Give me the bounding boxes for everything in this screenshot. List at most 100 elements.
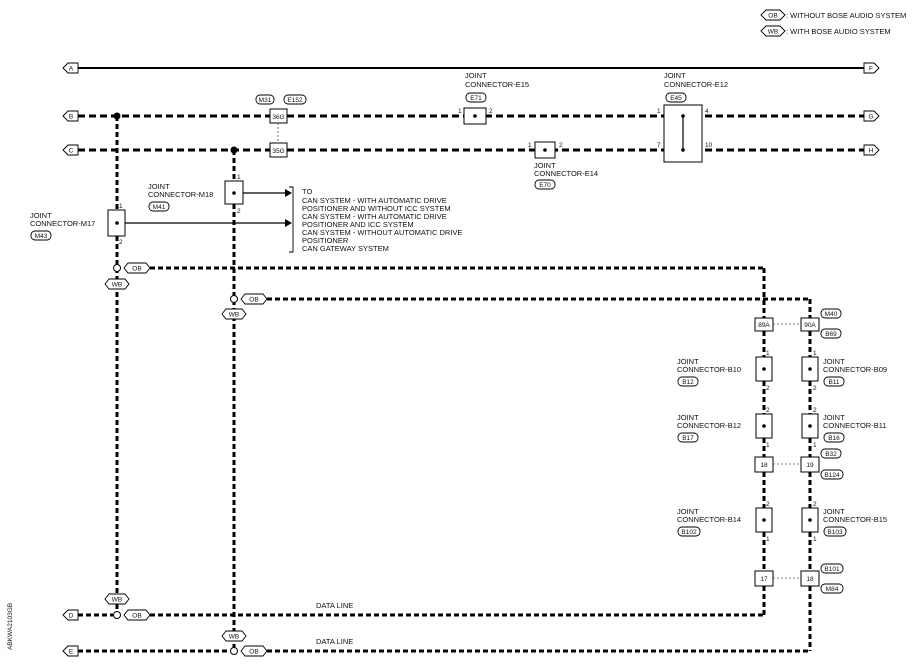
- svg-text:OB: OB: [249, 649, 258, 656]
- joint-connector-m18: JOINT CONNECTOR-M18 M41 1 2: [148, 174, 292, 215]
- svg-text:WB: WB: [229, 634, 239, 641]
- svg-text:C: C: [69, 148, 74, 155]
- svg-text:E152: E152: [287, 97, 303, 104]
- svg-text:M43: M43: [35, 233, 48, 240]
- svg-text:B103: B103: [827, 529, 843, 536]
- svg-text:E70: E70: [539, 182, 551, 189]
- svg-text:7: 7: [657, 142, 661, 149]
- legend: OB : WITHOUT BOSE AUDIO SYSTEM WB : WITH…: [760, 9, 906, 37]
- joint-connector-b14: JOINT CONNECTOR-B14 B102 2 1: [677, 501, 773, 543]
- svg-text:G: G: [868, 114, 873, 121]
- svg-text:OB: OB: [768, 13, 777, 20]
- right-vertical-wires: [762, 331, 812, 651]
- svg-text:H: H: [869, 148, 874, 155]
- svg-text:POSITIONER AND WITHOUT ICC SYS: POSITIONER AND WITHOUT ICC SYSTEM: [302, 204, 451, 213]
- svg-text:B69: B69: [825, 331, 837, 338]
- joint-connector-e14: 1 2 JOINT CONNECTOR-E14 E70: [528, 141, 598, 190]
- svg-text:89A: 89A: [758, 322, 770, 329]
- svg-text:JOINT: JOINT: [677, 357, 699, 366]
- svg-text:2: 2: [813, 501, 817, 508]
- svg-text:2: 2: [237, 208, 241, 215]
- svg-text:CONNECTOR-B14: CONNECTOR-B14: [677, 515, 741, 524]
- svg-text:D: D: [69, 613, 74, 620]
- svg-text:10: 10: [705, 142, 713, 149]
- svg-text:JOINT: JOINT: [664, 71, 686, 80]
- svg-text:M41: M41: [153, 204, 166, 211]
- connector-18-19: 18 19 B32 B124: [754, 448, 844, 480]
- svg-text:JOINT: JOINT: [677, 413, 699, 422]
- svg-text:19: 19: [806, 462, 814, 469]
- svg-text:CONNECTOR-E12: CONNECTOR-E12: [664, 80, 728, 89]
- svg-text:DATA LINE: DATA LINE: [316, 637, 353, 646]
- svg-text:1: 1: [657, 108, 661, 115]
- svg-text:POSITIONER: POSITIONER: [302, 236, 349, 245]
- svg-text:WB: WB: [112, 597, 122, 604]
- svg-text:B124: B124: [824, 472, 840, 479]
- svg-text:TO: TO: [302, 187, 312, 196]
- svg-text:JOINT: JOINT: [148, 182, 170, 191]
- svg-text:18: 18: [760, 462, 768, 469]
- joint-connector-b12: JOINT CONNECTOR-B12 B17 2 1: [677, 407, 773, 449]
- svg-text:2: 2: [559, 142, 563, 149]
- svg-text:90A: 90A: [804, 322, 816, 329]
- svg-text:CONNECTOR-M17: CONNECTOR-M17: [30, 219, 95, 228]
- svg-text:JOINT: JOINT: [465, 71, 487, 80]
- svg-text:: WITH BOSE AUDIO SYSTEM: : WITH BOSE AUDIO SYSTEM: [786, 27, 891, 36]
- svg-text:1: 1: [119, 203, 123, 210]
- svg-text:A: A: [69, 66, 74, 73]
- svg-text:2: 2: [766, 385, 770, 392]
- svg-text:2: 2: [766, 501, 770, 508]
- line-b: B G: [62, 110, 880, 122]
- svg-text:1: 1: [766, 536, 770, 543]
- line-d: D OB WB DATA LINE: [62, 593, 764, 621]
- svg-text:WB: WB: [229, 312, 239, 319]
- svg-text:JOINT: JOINT: [823, 413, 845, 422]
- svg-text:CONNECTOR-E14: CONNECTOR-E14: [534, 169, 598, 178]
- svg-text:CONNECTOR-B12: CONNECTOR-B12: [677, 421, 741, 430]
- svg-text:1: 1: [813, 442, 817, 449]
- joint-connector-b11: 2 1 JOINT CONNECTOR-B11 B16: [801, 407, 886, 449]
- svg-text:B102: B102: [681, 529, 697, 536]
- svg-text:B17: B17: [682, 435, 694, 442]
- svg-text:B101: B101: [824, 566, 840, 573]
- line-c: C H: [62, 144, 880, 156]
- svg-text:36G: 36G: [272, 114, 284, 121]
- svg-text:OB: OB: [249, 297, 258, 304]
- svg-text:B: B: [69, 114, 73, 121]
- svg-text:B12: B12: [682, 379, 694, 386]
- svg-text:17: 17: [760, 576, 768, 583]
- ob-branch-upper: OB WB: [104, 262, 766, 318]
- svg-text:CONNECTOR-B10: CONNECTOR-B10: [677, 365, 741, 374]
- svg-text:CAN SYSTEM - WITHOUT AUTOMATIC: CAN SYSTEM - WITHOUT AUTOMATIC DRIVE: [302, 228, 462, 237]
- svg-text:1: 1: [813, 350, 817, 357]
- svg-text:: WITHOUT BOSE AUDIO SYSTEM: : WITHOUT BOSE AUDIO SYSTEM: [786, 11, 906, 20]
- svg-text:WB: WB: [112, 282, 122, 289]
- joint-connector-e12: JOINT CONNECTOR-E12 E45 1 4 7 10: [657, 71, 728, 163]
- svg-text:B16: B16: [828, 435, 840, 442]
- svg-text:CAN SYSTEM - WITH AUTOMATIC DR: CAN SYSTEM - WITH AUTOMATIC DRIVE: [302, 196, 447, 205]
- svg-text:CONNECTOR-E15: CONNECTOR-E15: [465, 80, 529, 89]
- connector-17-18: 17 18 B101 M84: [754, 563, 844, 594]
- joint-connector-b09: 1 2 JOINT CONNECTOR-B09 B11: [801, 350, 887, 392]
- svg-text:M84: M84: [826, 586, 839, 593]
- svg-text:B32: B32: [825, 451, 837, 458]
- svg-text:JOINT: JOINT: [30, 211, 52, 220]
- connector-36g-35g: M31 E152 36G 35G: [255, 94, 307, 158]
- svg-text:35G: 35G: [272, 148, 284, 155]
- svg-text:1: 1: [528, 142, 532, 149]
- svg-text:CONNECTOR-B15: CONNECTOR-B15: [823, 515, 887, 524]
- svg-text:2: 2: [766, 407, 770, 414]
- line-a: A F: [62, 62, 880, 74]
- to-block: TO CAN SYSTEM - WITH AUTOMATIC DRIVE POS…: [289, 186, 462, 253]
- svg-text:JOINT: JOINT: [823, 507, 845, 516]
- svg-text:CONNECTOR-M18: CONNECTOR-M18: [148, 190, 213, 199]
- joint-connector-b10: JOINT CONNECTOR-B10 B12 1 2: [677, 350, 773, 392]
- svg-text:B11: B11: [828, 379, 839, 386]
- svg-text:OB: OB: [132, 613, 141, 620]
- svg-text:CAN SYSTEM - WITH AUTOMATIC DR: CAN SYSTEM - WITH AUTOMATIC DRIVE: [302, 212, 447, 221]
- svg-text:2: 2: [489, 108, 493, 115]
- svg-text:M31: M31: [259, 97, 272, 104]
- svg-text:18: 18: [806, 576, 814, 583]
- svg-text:2: 2: [813, 385, 817, 392]
